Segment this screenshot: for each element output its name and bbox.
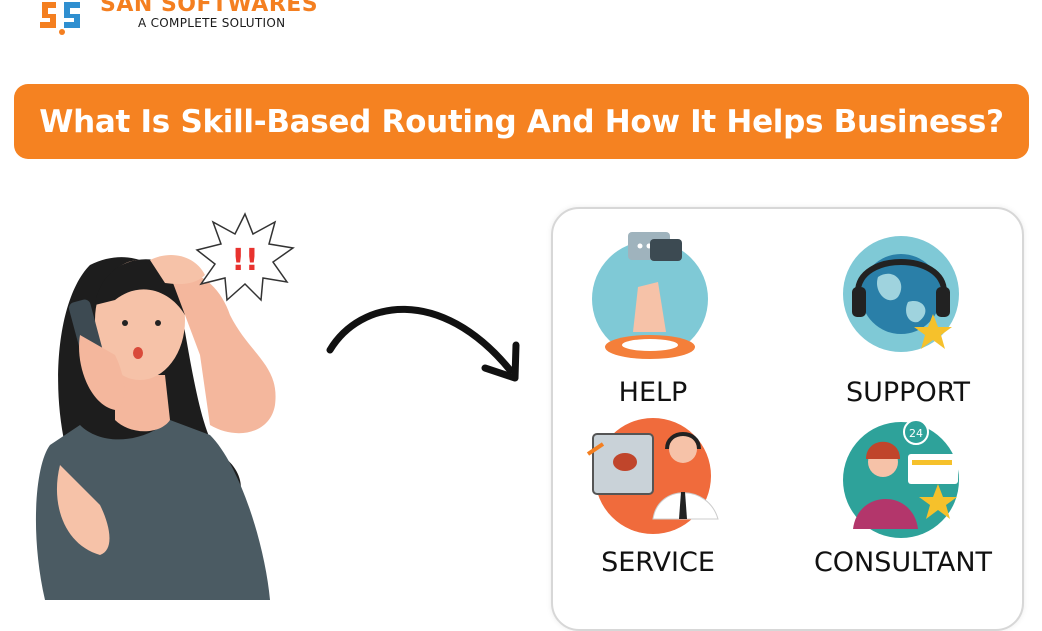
brand-logo[interactable]: SAN SOFTWARES A COMPLETE SOLUTION xyxy=(38,0,358,40)
title-banner: What Is Skill-Based Routing And How It H… xyxy=(14,84,1029,159)
logo-mark-icon xyxy=(40,2,80,35)
option-support[interactable]: SUPPORT xyxy=(823,227,993,408)
brand-name: SAN SOFTWARES xyxy=(100,0,319,17)
service-bug-agent-icon xyxy=(586,418,719,534)
brand-tagline: A COMPLETE SOLUTION xyxy=(138,16,286,30)
option-support-label: SUPPORT xyxy=(845,377,970,408)
support-globe-headset-icon xyxy=(843,236,959,352)
option-consultant[interactable]: 24 CONSULTANT xyxy=(793,414,1013,584)
routing-options-panel: HELP SUPPORT SERVICE xyxy=(551,207,1024,631)
alert-marks: !! xyxy=(231,243,258,278)
option-service[interactable]: SERVICE xyxy=(583,414,733,584)
alert-burst-icon: !! xyxy=(195,212,295,302)
option-service-label: SERVICE xyxy=(601,547,715,578)
help-lifebuoy-chat-icon xyxy=(592,232,708,359)
consultant-24-agent-icon: 24 xyxy=(843,419,959,538)
option-help[interactable]: HELP xyxy=(583,227,723,408)
stressed-woman-on-phone-illustration xyxy=(35,255,276,600)
curved-arrow-icon xyxy=(326,305,520,382)
svg-text:24: 24 xyxy=(909,427,923,440)
option-consultant-label: CONSULTANT xyxy=(813,547,993,578)
option-help-label: HELP xyxy=(618,377,688,408)
page-title: What Is Skill-Based Routing And How It H… xyxy=(39,103,1004,140)
